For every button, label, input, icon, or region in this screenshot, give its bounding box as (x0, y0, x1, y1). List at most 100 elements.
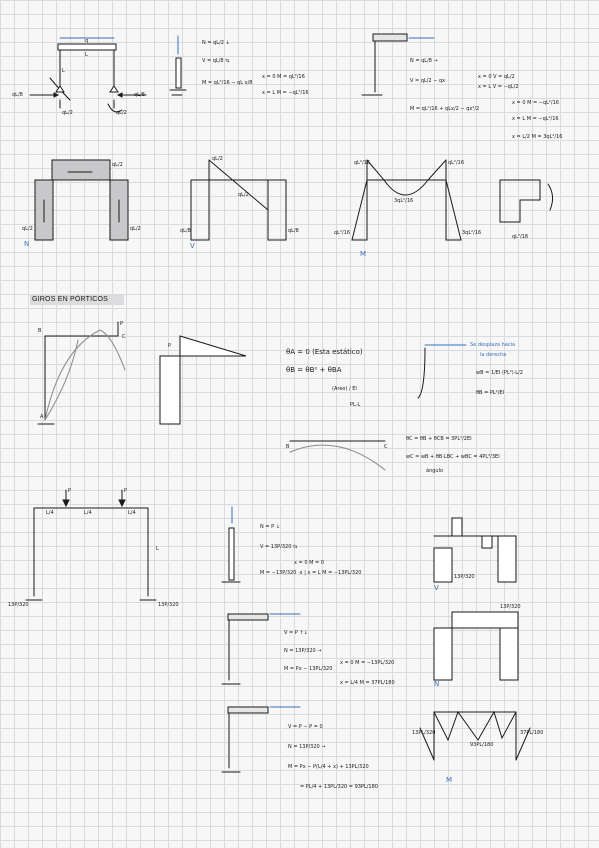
giros-beam-b: B (286, 444, 290, 450)
frame1-N-val-left: qL/2 (22, 226, 33, 232)
frame1-N-label: N (24, 240, 30, 248)
frame1-eq-9: x = L V = −qL/2 (478, 84, 519, 90)
frame2-M-val-r: 37PL/180 (520, 730, 544, 736)
frame1-M-label: M (360, 250, 367, 258)
frame2-cuts (221, 506, 301, 773)
frame1-eq-4: x = 0 M = qL²/16 (262, 74, 305, 80)
frame2-seg-3: L/4 (128, 510, 136, 516)
frame1-eq-11: x = 0 M = −qL²/16 (512, 100, 559, 106)
giros-moment-p: P (168, 343, 172, 349)
frame2-M-label: M (446, 776, 453, 784)
frame1-eq-5: x = L M = −qL²/16 (262, 90, 309, 96)
frame1-eq-2: V = qL/8 ⇆ (202, 58, 230, 64)
giros-eq-theta-b: θB = θB⁰ + θBA (286, 366, 342, 374)
frame2-seg-2: L/4 (84, 510, 92, 516)
frame1-M-val-br: 3qL²/16 (462, 230, 482, 236)
frame2-drawing (25, 489, 157, 601)
frame1-eq-10: M = qL²/16 + qLx/2 − qx²/2 (410, 106, 480, 112)
frame2-eq-2: V = 13P/320 ⇆ (260, 544, 298, 550)
giros-eq-theta-b2: (Areo) / EI (332, 386, 357, 392)
frame2-react-left: 13P/320 (8, 602, 29, 608)
giros-eq-thc: θC = θB + θCB = 3PL²/2EI (406, 436, 472, 442)
frame2-N-val: 13P/320 (500, 604, 521, 610)
giros-beam-c: C (384, 444, 388, 450)
frame1-react-left-h: qL/8 (12, 92, 23, 98)
giros-eq-thb: θB = PL²/EI (476, 390, 504, 396)
frame1-eq-13: x = L/2 M = 3qL²/16 (512, 134, 563, 140)
giros-eq-wb: wB = 1/EI (PL²)·L/2 (476, 370, 523, 376)
frame1-M-val-tl: qL²/16 (354, 160, 371, 166)
giros-eq-theta-a: θA = 0 (Esta estático) (286, 348, 363, 356)
frame2-V-diagram (433, 517, 517, 583)
frame1-V-val-right: qL/8 (288, 228, 299, 234)
giros-load-p: P (120, 321, 124, 327)
frame1-eq-3: M = qL²/16 − qL x/8 (202, 80, 253, 86)
frame1-N-diagram (34, 159, 129, 241)
frame2-eq-10: V = P − P = 0 (288, 724, 323, 730)
frame2-eq-6: N = 13P/320 → (284, 648, 322, 654)
frame1-eq-8: x = 0 V = qL/2 (478, 74, 515, 80)
frame1-N-val-right: qL/2 (130, 226, 141, 232)
frame1-N-val-top: qL/2 (112, 162, 123, 168)
frame2-N-diagram (433, 611, 519, 681)
frame1-deform-val: qL²/18 (512, 234, 529, 240)
giros-eq-wc: wC = wB + θB·LBC + wBC = 4PL³/3EI (406, 454, 500, 460)
frame2-eq-1: N = P ↓ (260, 524, 280, 530)
giros-note-2: la derecha (480, 352, 507, 358)
frame1-V-val-top: qL/2 (212, 156, 223, 162)
frame1-cut-right (361, 33, 435, 96)
frame1-cut-left (169, 35, 187, 96)
frame1-height-label: L (62, 68, 65, 74)
frame2-M-val-c: 93PL/180 (470, 742, 494, 748)
giros-node-a: A (40, 414, 44, 420)
frame1-eq-12: x = L M = −qL²/16 (512, 116, 559, 122)
frame2-eq-7: M = Px − 13PL/320 (284, 666, 333, 672)
frame2-V-label: V (434, 584, 439, 592)
frame1-deformed-shape (499, 179, 554, 223)
giros-angle-note: ángulo (426, 468, 444, 474)
frame1-V-val-left: qL/8 (180, 228, 191, 234)
section-title: GIROS EN PÓRTICOS (30, 295, 124, 305)
frame1-eq-6: N = qL/8 → (410, 58, 438, 64)
frame2-eq-4: M = −13P/320 ·x | x = L M = −13PL/320 (260, 570, 362, 576)
frame1-eq-1: N = qL/2 ↓ (202, 40, 230, 46)
frame2-V-val: 13P/320 (454, 574, 475, 580)
frame2-eq-3: x = 0 M = 0 (294, 560, 324, 566)
giros-note-1: Se desplaza hacia (470, 342, 516, 348)
frame1-M-diagram (351, 159, 462, 241)
frame1-M-val-mid: 3qL²/16 (394, 198, 414, 204)
frame2-eq-5: V = P ↑↓ (284, 630, 308, 636)
frame2-height: L (156, 546, 159, 552)
frame2-N-label: N (434, 680, 440, 688)
frame1-span-label: L (85, 52, 88, 58)
giros-frame (37, 321, 126, 425)
frame2-M-diagram (419, 710, 531, 761)
frame1-drawing (29, 37, 147, 113)
frame1-M-val-bl: qL²/16 (334, 230, 351, 236)
frame1-V-diagram (190, 159, 287, 241)
giros-beam (289, 344, 467, 471)
frame2-load-p2: P (124, 488, 128, 494)
frame2-eq-11: N = 13P/320 → (288, 744, 326, 750)
frame1-V-val-mid: qL/2 (238, 192, 249, 198)
giros-eq-pl: PL·L (350, 402, 361, 408)
frame1-eq-7: V = qL/2 − qx (410, 78, 446, 84)
frame1-react-right-v: qL/2 (116, 110, 127, 116)
frame2-seg-1: L/4 (46, 510, 54, 516)
frame2-react-right: 13P/320 (158, 602, 179, 608)
frame2-eq-9: x = L/4 M = 37PL/180 (340, 680, 395, 686)
frame2-load-p1: P (68, 488, 72, 494)
giros-node-b: B (38, 328, 42, 334)
frame1-react-right-h: qL/8 (134, 92, 145, 98)
giros-moment-diagram (159, 335, 247, 425)
frame2-eq-8: x = 0 M = −13PL/320 (340, 660, 395, 666)
frame1-load-label: q (85, 38, 89, 44)
frame1-V-label: V (190, 242, 195, 250)
frame2-M-val-l: 13PL/320 (412, 730, 436, 736)
frame2-eq-13: = PL/4 + 13PL/320 = 93PL/180 (300, 784, 378, 790)
frame2-eq-12: M = Px − P(L/4 + x) + 13PL/320 (288, 764, 369, 770)
frame1-M-val-tr: qL²/16 (448, 160, 465, 166)
frame1-react-left-v: qL/2 (62, 110, 73, 116)
giros-node-c: C (122, 334, 126, 340)
